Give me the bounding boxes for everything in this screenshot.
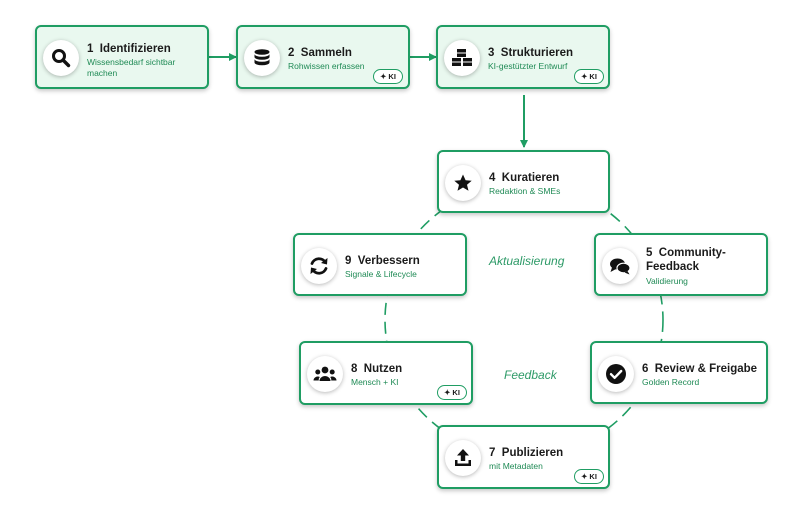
step-card-5[interactable]: 5 Community-Feedback Validierung bbox=[594, 233, 768, 296]
ki-badge: ✦ KI bbox=[373, 69, 403, 84]
step-title: 5 Community-Feedback bbox=[646, 247, 726, 273]
check-circle-icon bbox=[598, 356, 634, 392]
database-icon bbox=[244, 40, 280, 76]
cycle-label-bottom: Feedback bbox=[504, 368, 557, 382]
step-title: 6 Review & Freigabe bbox=[642, 363, 758, 375]
ki-badge: ✦ KI bbox=[574, 469, 604, 484]
ki-badge: ✦ KI bbox=[574, 69, 604, 84]
star-icon bbox=[445, 165, 481, 201]
step-subtitle: Golden Record bbox=[642, 377, 700, 387]
step-title: 4 Kuratieren bbox=[489, 172, 560, 184]
step-card-8[interactable]: 8 Nutzen Mensch + KI ✦ KI bbox=[299, 341, 473, 405]
refresh-icon bbox=[301, 248, 337, 284]
cycle-ring bbox=[384, 183, 664, 457]
step-card-7[interactable]: 7 Publizieren mit Metadaten ✦ KI bbox=[437, 425, 610, 489]
upload-icon bbox=[445, 440, 481, 476]
step-card-9[interactable]: 9 Verbessern Signale & Lifecycle bbox=[293, 233, 467, 296]
cubes-icon bbox=[444, 40, 480, 76]
ki-badge: ✦ KI bbox=[437, 385, 467, 400]
cycle-label-top: Aktualisierung bbox=[489, 254, 565, 268]
step-title: 7 Publizieren bbox=[489, 447, 564, 459]
step-subtitle: KI-gestützter Entwurf bbox=[488, 61, 568, 71]
step-subtitle: Validierung bbox=[646, 276, 688, 286]
step-title: 3 Strukturieren bbox=[488, 47, 574, 59]
step-title: 8 Nutzen bbox=[351, 363, 403, 375]
search-icon bbox=[43, 40, 79, 76]
step-card-4[interactable]: 4 Kuratieren Redaktion & SMEs bbox=[437, 150, 610, 213]
chat-icon bbox=[602, 248, 638, 284]
users-icon bbox=[307, 356, 343, 392]
step-subtitle: mit Metadaten bbox=[489, 461, 543, 471]
step-subtitle: Wissensbedarf sichtbar machen bbox=[87, 57, 176, 78]
step-subtitle: Rohwissen erfassen bbox=[288, 61, 365, 71]
step-subtitle: Redaktion & SMEs bbox=[489, 186, 561, 196]
step-card-1[interactable]: 1 Identifizieren Wissensbedarf sichtbar … bbox=[35, 25, 209, 89]
step-card-3[interactable]: 3 Strukturieren KI-gestützter Entwurf ✦ … bbox=[436, 25, 610, 89]
step-title: 1 Identifizieren bbox=[87, 43, 171, 55]
step-card-2[interactable]: 2 Sammeln Rohwissen erfassen ✦ KI bbox=[236, 25, 410, 89]
step-title: 2 Sammeln bbox=[288, 47, 352, 59]
step-subtitle: Mensch + KI bbox=[351, 377, 399, 387]
step-subtitle: Signale & Lifecycle bbox=[345, 269, 417, 279]
step-card-6[interactable]: 6 Review & Freigabe Golden Record bbox=[590, 341, 768, 404]
step-title: 9 Verbessern bbox=[345, 255, 420, 267]
